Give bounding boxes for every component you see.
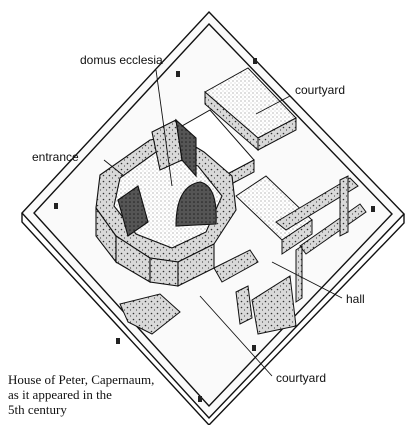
domus-ecclesia-building (95, 118, 237, 287)
caption-line-2: as it appeared in the (8, 387, 112, 402)
label-domus-ecclesia: domus ecclesia (80, 53, 163, 67)
label-courtyard-bottom: courtyard (276, 371, 327, 385)
caption-line-1: House of Peter, Capernaum, (8, 372, 155, 387)
caption-line-3: 5th century (8, 402, 67, 417)
roof-wing-top (204, 67, 297, 152)
hall-walls (251, 175, 367, 335)
label-courtyard-top: courtyard (295, 83, 346, 97)
leader-lines (103, 69, 343, 377)
wall-markers (54, 58, 375, 402)
caption: House of Peter, Capernaum, as it appeare… (8, 372, 154, 417)
label-hall: hall (346, 292, 365, 306)
label-entrance: entrance (32, 150, 79, 164)
lower-ruins (119, 249, 259, 335)
